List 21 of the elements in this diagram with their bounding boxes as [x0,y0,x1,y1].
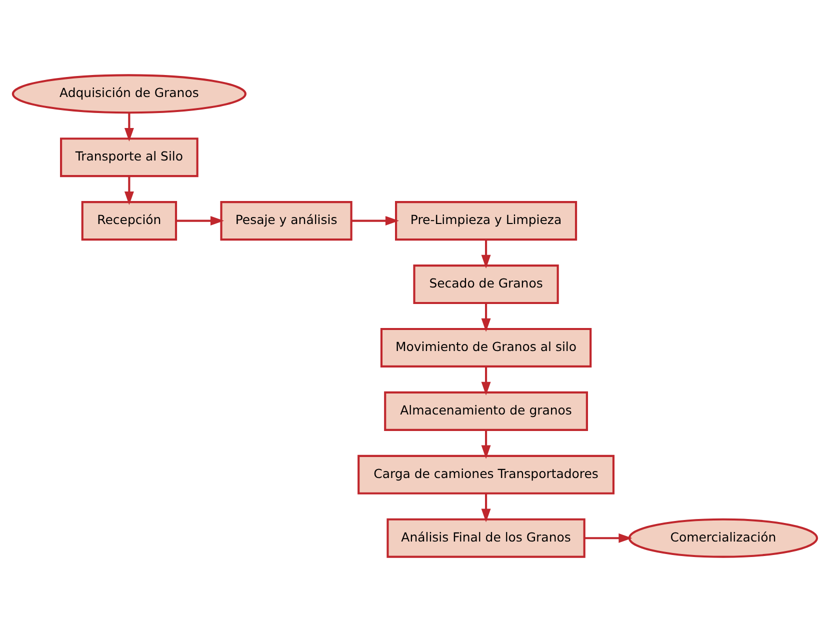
arrow [124,176,134,205]
arrow [481,493,491,522]
arrow [124,112,134,142]
arrow [176,216,224,226]
arrow [584,533,632,543]
node-box: Análisis Final de los Granos [386,518,586,558]
arrow [481,303,491,332]
arrow [481,430,491,459]
node-box: Pre-Limpieza y Limpieza [395,201,578,241]
node-box: Transporte al Silo [60,138,198,178]
node-box: Carga de camiones Transportadores [358,454,614,494]
node-box: Secado de Granos [413,264,559,304]
node-ellipse: Adquisición de Granos [12,74,246,114]
arrow [481,240,491,268]
arrow [351,216,399,226]
arrow [481,366,491,396]
node-box: Movimiento de Granos al silo [380,328,592,368]
node-ellipse: Comercialización [628,518,818,558]
node-box: Recepción [81,201,178,241]
node-box: Pesaje y análisis [220,201,352,241]
node-box: Almacenamiento de granos [384,391,588,431]
